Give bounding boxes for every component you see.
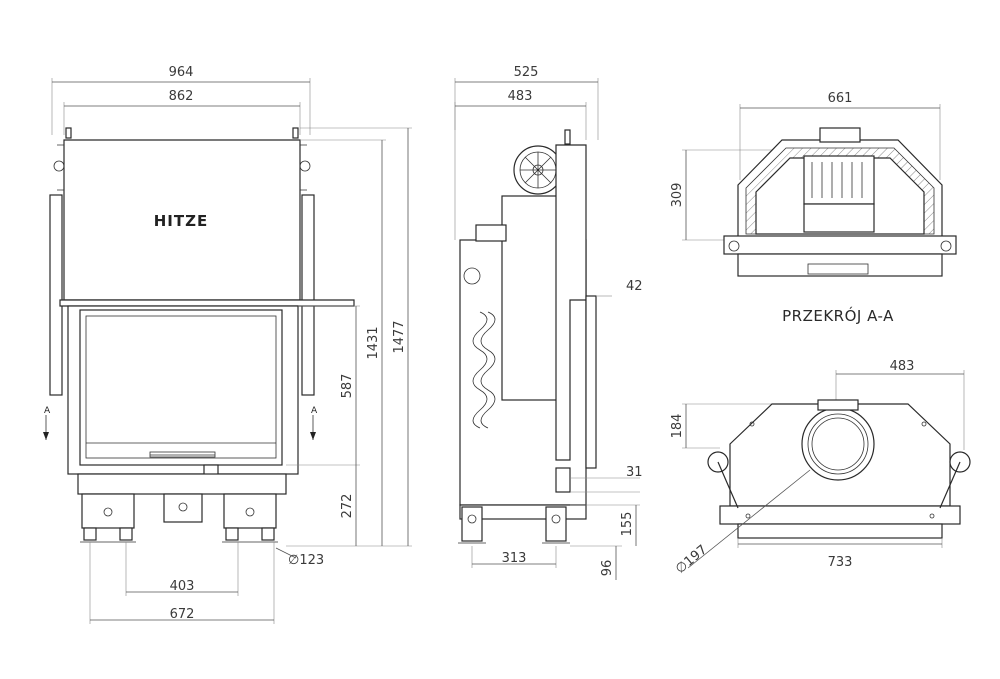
dim-155: 155 [620,512,635,537]
dim-door-height: 587 [286,305,360,466]
dim-foot-height: 96 [570,545,622,580]
dim-leg-height: 155 [570,504,640,546]
dim-525: 525 [514,65,539,80]
dim-section-width: 661 [739,91,941,180]
dim-overall-width: 964 [51,65,311,135]
dim-overall-height: 1477 [286,127,412,547]
dim-197: ∅197 [673,542,710,577]
dim-section-height: 309 [670,149,790,241]
brand-logo: HITZE [154,212,209,230]
front-view: 964 862 HITZE [43,65,412,624]
dim-top-483: 483 [890,359,915,374]
dim-587: 587 [340,374,355,399]
top-view: 483 184 ∅197 [670,359,971,577]
dim-31: 31 [626,465,643,480]
dim-123: ∅123 [288,553,324,568]
dim-661: 661 [828,91,853,106]
dim-272: 272 [340,494,355,519]
dim-base-width: 672 [89,542,275,624]
section-marker-left: A [43,406,51,440]
dim-672: 672 [170,607,195,622]
dim-body-height: 1431 [300,139,386,546]
dim-184: 184 [670,414,685,439]
section-caption: PRZEKRÓJ A-A [782,306,894,325]
dim-base-height: 272 [340,465,357,546]
dim-309: 309 [670,183,685,208]
dim-body-depth: 483 [454,89,587,140]
dim-flue-diameter: ∅123 [275,547,324,568]
dim-964: 964 [169,65,194,80]
dim-leg-spacing: 403 [125,542,239,596]
dim-leg-depth: 313 [471,546,557,568]
dim-313: 313 [502,551,527,566]
dim-862: 862 [169,89,194,104]
dim-1431: 1431 [366,326,381,359]
svg-text:A: A [44,406,51,416]
dim-door-offset: 42 [596,279,643,297]
dim-483: 483 [508,89,533,104]
dim-96: 96 [600,560,615,577]
dim-top-width: 733 [737,538,943,570]
side-view: 525 483 [454,65,643,580]
dim-body-width: 862 [63,89,301,135]
dim-bottom-step: 31 [570,465,643,493]
section-marker-right: A [310,406,318,440]
svg-text:A: A [311,406,318,416]
dim-top-depth: 483 [835,359,965,450]
section-view: 661 309 PRZEKRÓJ A-A [670,91,957,325]
dim-733: 733 [828,555,853,570]
dim-1477: 1477 [392,320,407,353]
dim-42: 42 [626,279,643,294]
dim-403: 403 [170,579,195,594]
